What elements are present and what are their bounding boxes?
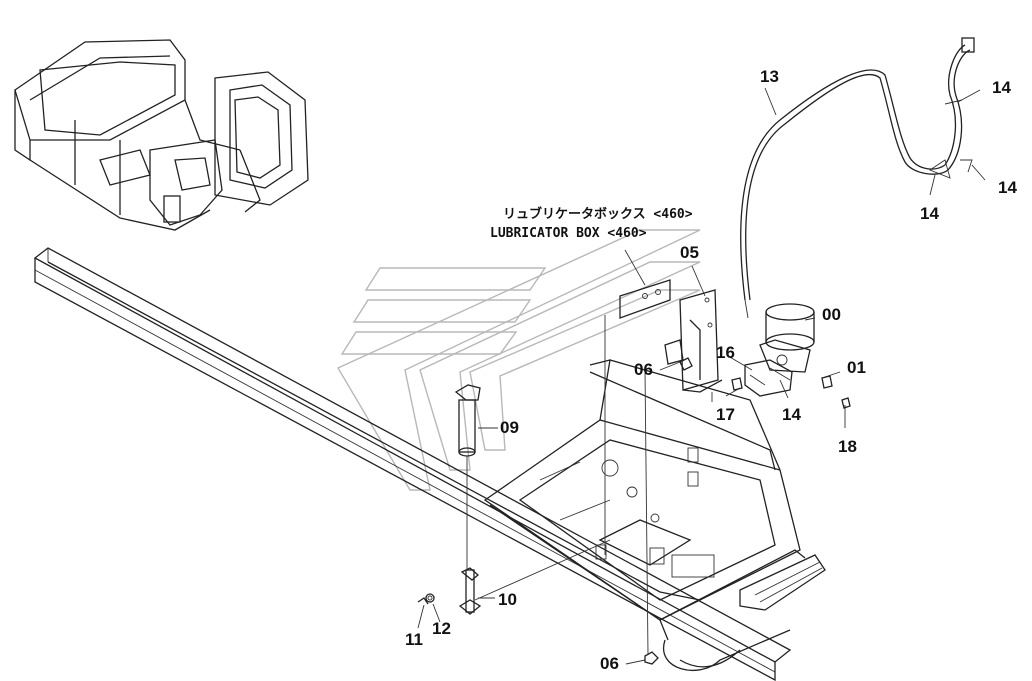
callout-06-bottom: 06 (600, 654, 619, 673)
holder-clamp (417, 567, 482, 615)
callout-10: 10 (498, 590, 517, 609)
callout-14-d: 14 (782, 405, 801, 424)
callout-00: 00 (822, 305, 841, 324)
labels: リュブリケータボックス <460> LUBRICATOR BOX <460> 1… (405, 67, 1017, 673)
leader-lines (417, 87, 986, 665)
callout-12: 12 (432, 619, 451, 638)
excavator-thumbnail (14, 39, 309, 231)
callout-01: 01 (847, 358, 866, 377)
lubricator-box-label-jp: リュブリケータボックス <460> (503, 206, 693, 222)
callout-06-top: 06 (634, 360, 653, 379)
callout-14-c: 14 (920, 204, 939, 223)
grease-pump (744, 303, 815, 397)
callout-14-b: 14 (998, 178, 1017, 197)
callout-17: 17 (716, 405, 735, 424)
floor-frame (483, 359, 826, 672)
callout-05: 05 (680, 243, 699, 262)
lubricator-box-label-en: LUBRICATOR BOX <460> (490, 226, 647, 241)
lubricator-bracket (619, 279, 723, 393)
side-frame-rail (33, 247, 792, 681)
fasteners (644, 357, 851, 665)
callout-16: 16 (716, 343, 735, 362)
callout-18: 18 (838, 437, 857, 456)
callout-09: 09 (500, 418, 519, 437)
callout-14-a: 14 (992, 78, 1011, 97)
hose-line (740, 37, 975, 319)
callout-13: 13 (760, 67, 779, 86)
callout-11: 11 (405, 630, 423, 649)
